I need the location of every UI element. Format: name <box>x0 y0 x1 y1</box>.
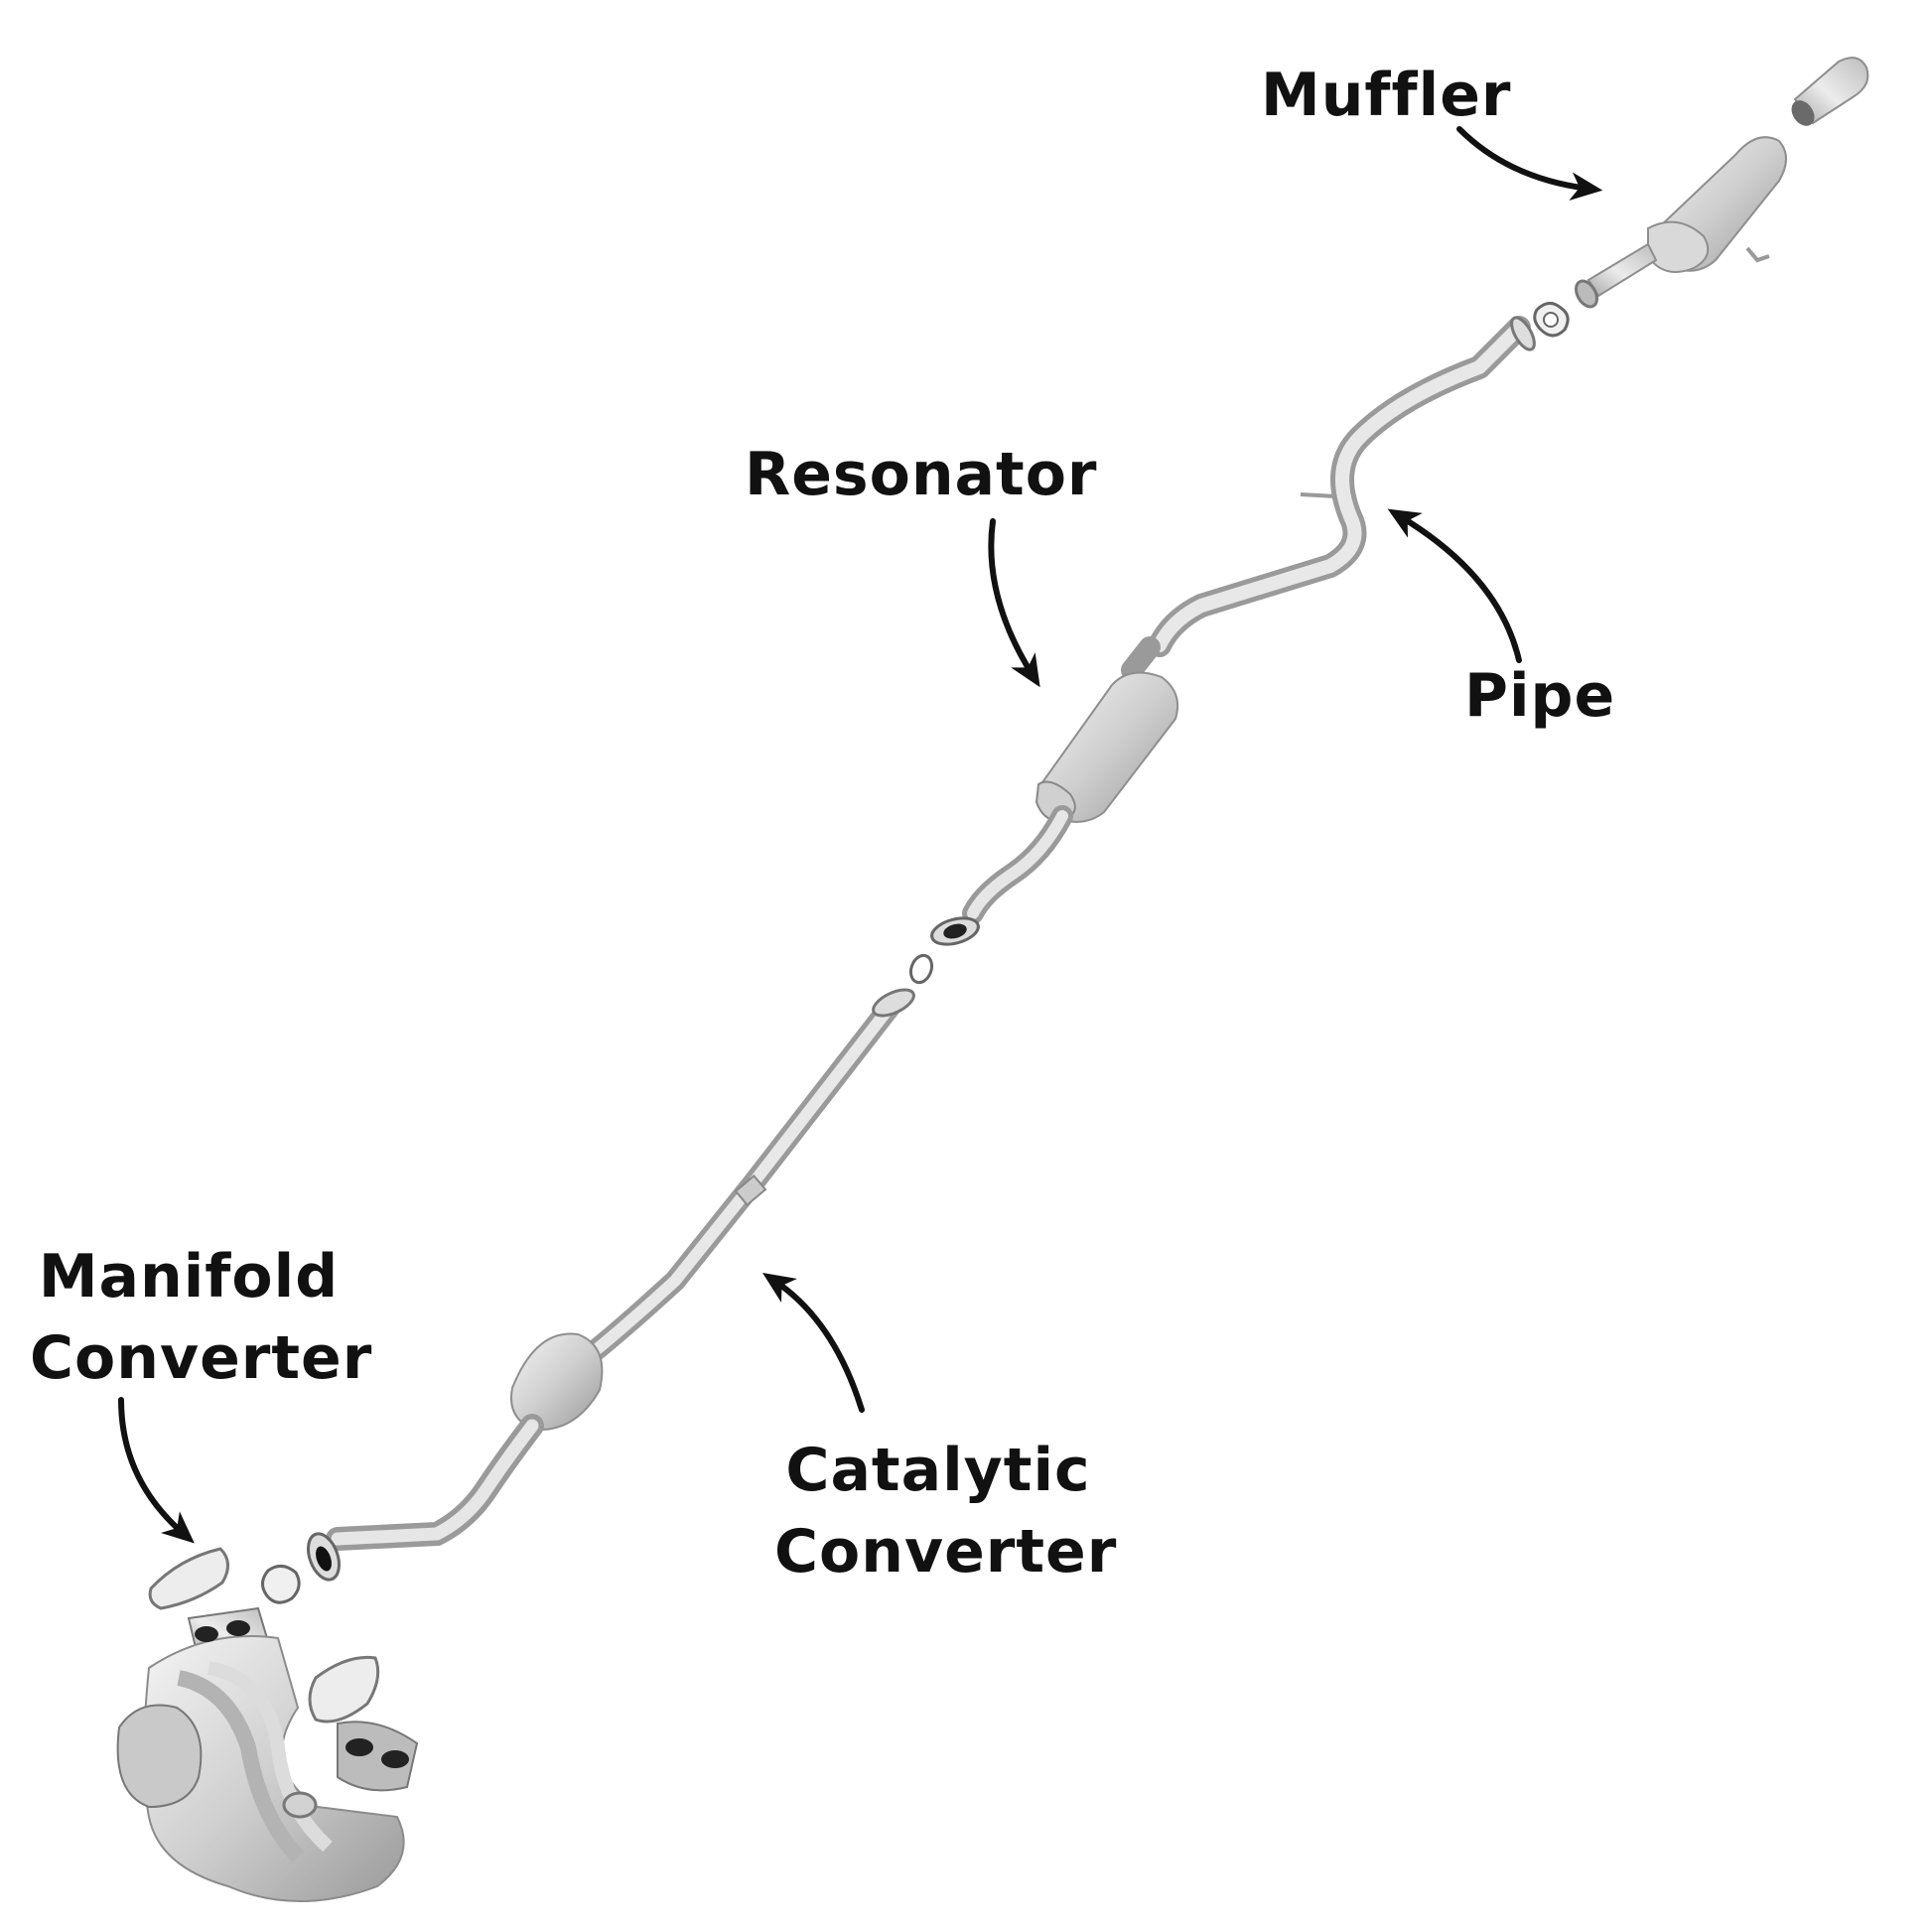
resonator-label: Resonator <box>745 434 1098 515</box>
pipe-label-text: Pipe <box>1464 661 1616 731</box>
resonator-arrow <box>988 518 1040 688</box>
mid-pipe <box>565 988 915 1377</box>
manifold-converter-label-line2: Converter <box>30 1323 373 1393</box>
exhaust-tip <box>1791 57 1869 126</box>
manifold-converter-label-line1: Manifold <box>38 1242 340 1311</box>
manifold-converter-part <box>116 1606 419 1902</box>
muffler-arrow <box>1456 126 1603 202</box>
label-arrows <box>118 126 1603 1544</box>
catalytic-converter-label-line2: Converter <box>774 1517 1118 1587</box>
resonator-label-text: Resonator <box>745 440 1098 509</box>
manifold-converter-label: Manifold Converter <box>30 1236 373 1399</box>
resonator-part <box>930 636 1179 946</box>
manifold-gaskets <box>148 1547 380 1724</box>
muffler-label-text: Muffler <box>1261 61 1512 130</box>
muffler-label: Muffler <box>1261 55 1511 136</box>
rear-pipe <box>1148 316 1536 657</box>
pipe-label: Pipe <box>1464 655 1615 737</box>
pipe-arrow <box>1387 508 1522 663</box>
ring-gasket <box>908 953 934 985</box>
catalytic-converter-label: Catalytic Converter <box>774 1430 1118 1592</box>
catalytic-arrow <box>762 1273 865 1413</box>
catalytic-converter-label-line1: Catalytic <box>785 1436 1091 1505</box>
muffler-gasket <box>1533 302 1570 338</box>
catalytic-converter-part <box>306 1332 604 1582</box>
muffler-part <box>1575 136 1787 309</box>
manifold-arrow <box>118 1397 195 1544</box>
